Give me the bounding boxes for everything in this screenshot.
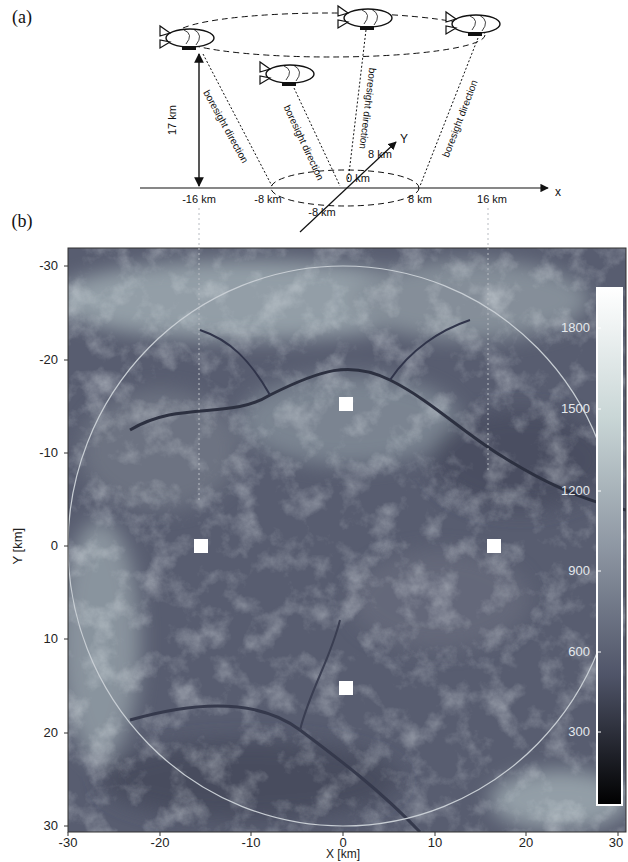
axis-tick: 30 [609,836,623,850]
panel-label: (b) [12,212,33,232]
colorbar-tick: 1800 [561,321,590,335]
axis-tick: -30 [39,259,58,273]
colorbar-tick: 600 [568,645,590,659]
colorbar-tick: 1200 [561,484,590,498]
axis-tick: 20 [44,726,58,740]
axis-tick: 0 [51,539,58,553]
axis-tick: -10 [39,446,58,460]
axis-tick: -30 [59,836,78,850]
axis-tick: -8 km [254,193,282,205]
axis-tick: 8 km [368,148,392,160]
boresight-label: boresight direction [201,88,250,165]
axis-tick: 10 [44,632,58,646]
height-label: 17 km [166,105,178,135]
axis-tick: 16 km [477,193,507,205]
axis-tick: -8 km [308,206,336,218]
axis-tick: 10 [428,836,442,850]
axis-tick: 20 [519,836,533,850]
axis-title: X [km] [326,848,360,861]
boresight-label: boresight direction [440,78,480,158]
axis-tick: -10 [242,836,261,850]
boresight-label: boresight direction [282,103,327,182]
axis-tick: 0 km [346,172,370,184]
axis-tick: -16 km [182,193,216,205]
colorbar-tick: 900 [568,564,590,578]
colorbar-tick: 1500 [561,402,590,416]
colorbar-tick: 300 [568,725,590,739]
panel-label: (a) [12,8,32,28]
axis-name: x [555,186,561,199]
axis-name: Y [400,133,408,146]
axis-tick: -20 [39,353,58,367]
axis-tick: 30 [44,819,58,833]
axis-tick: -20 [151,836,170,850]
axis-title: Y [km] [11,528,25,565]
boresight-label: boresight direction [358,67,379,149]
axis-tick: 8 km [408,193,432,205]
